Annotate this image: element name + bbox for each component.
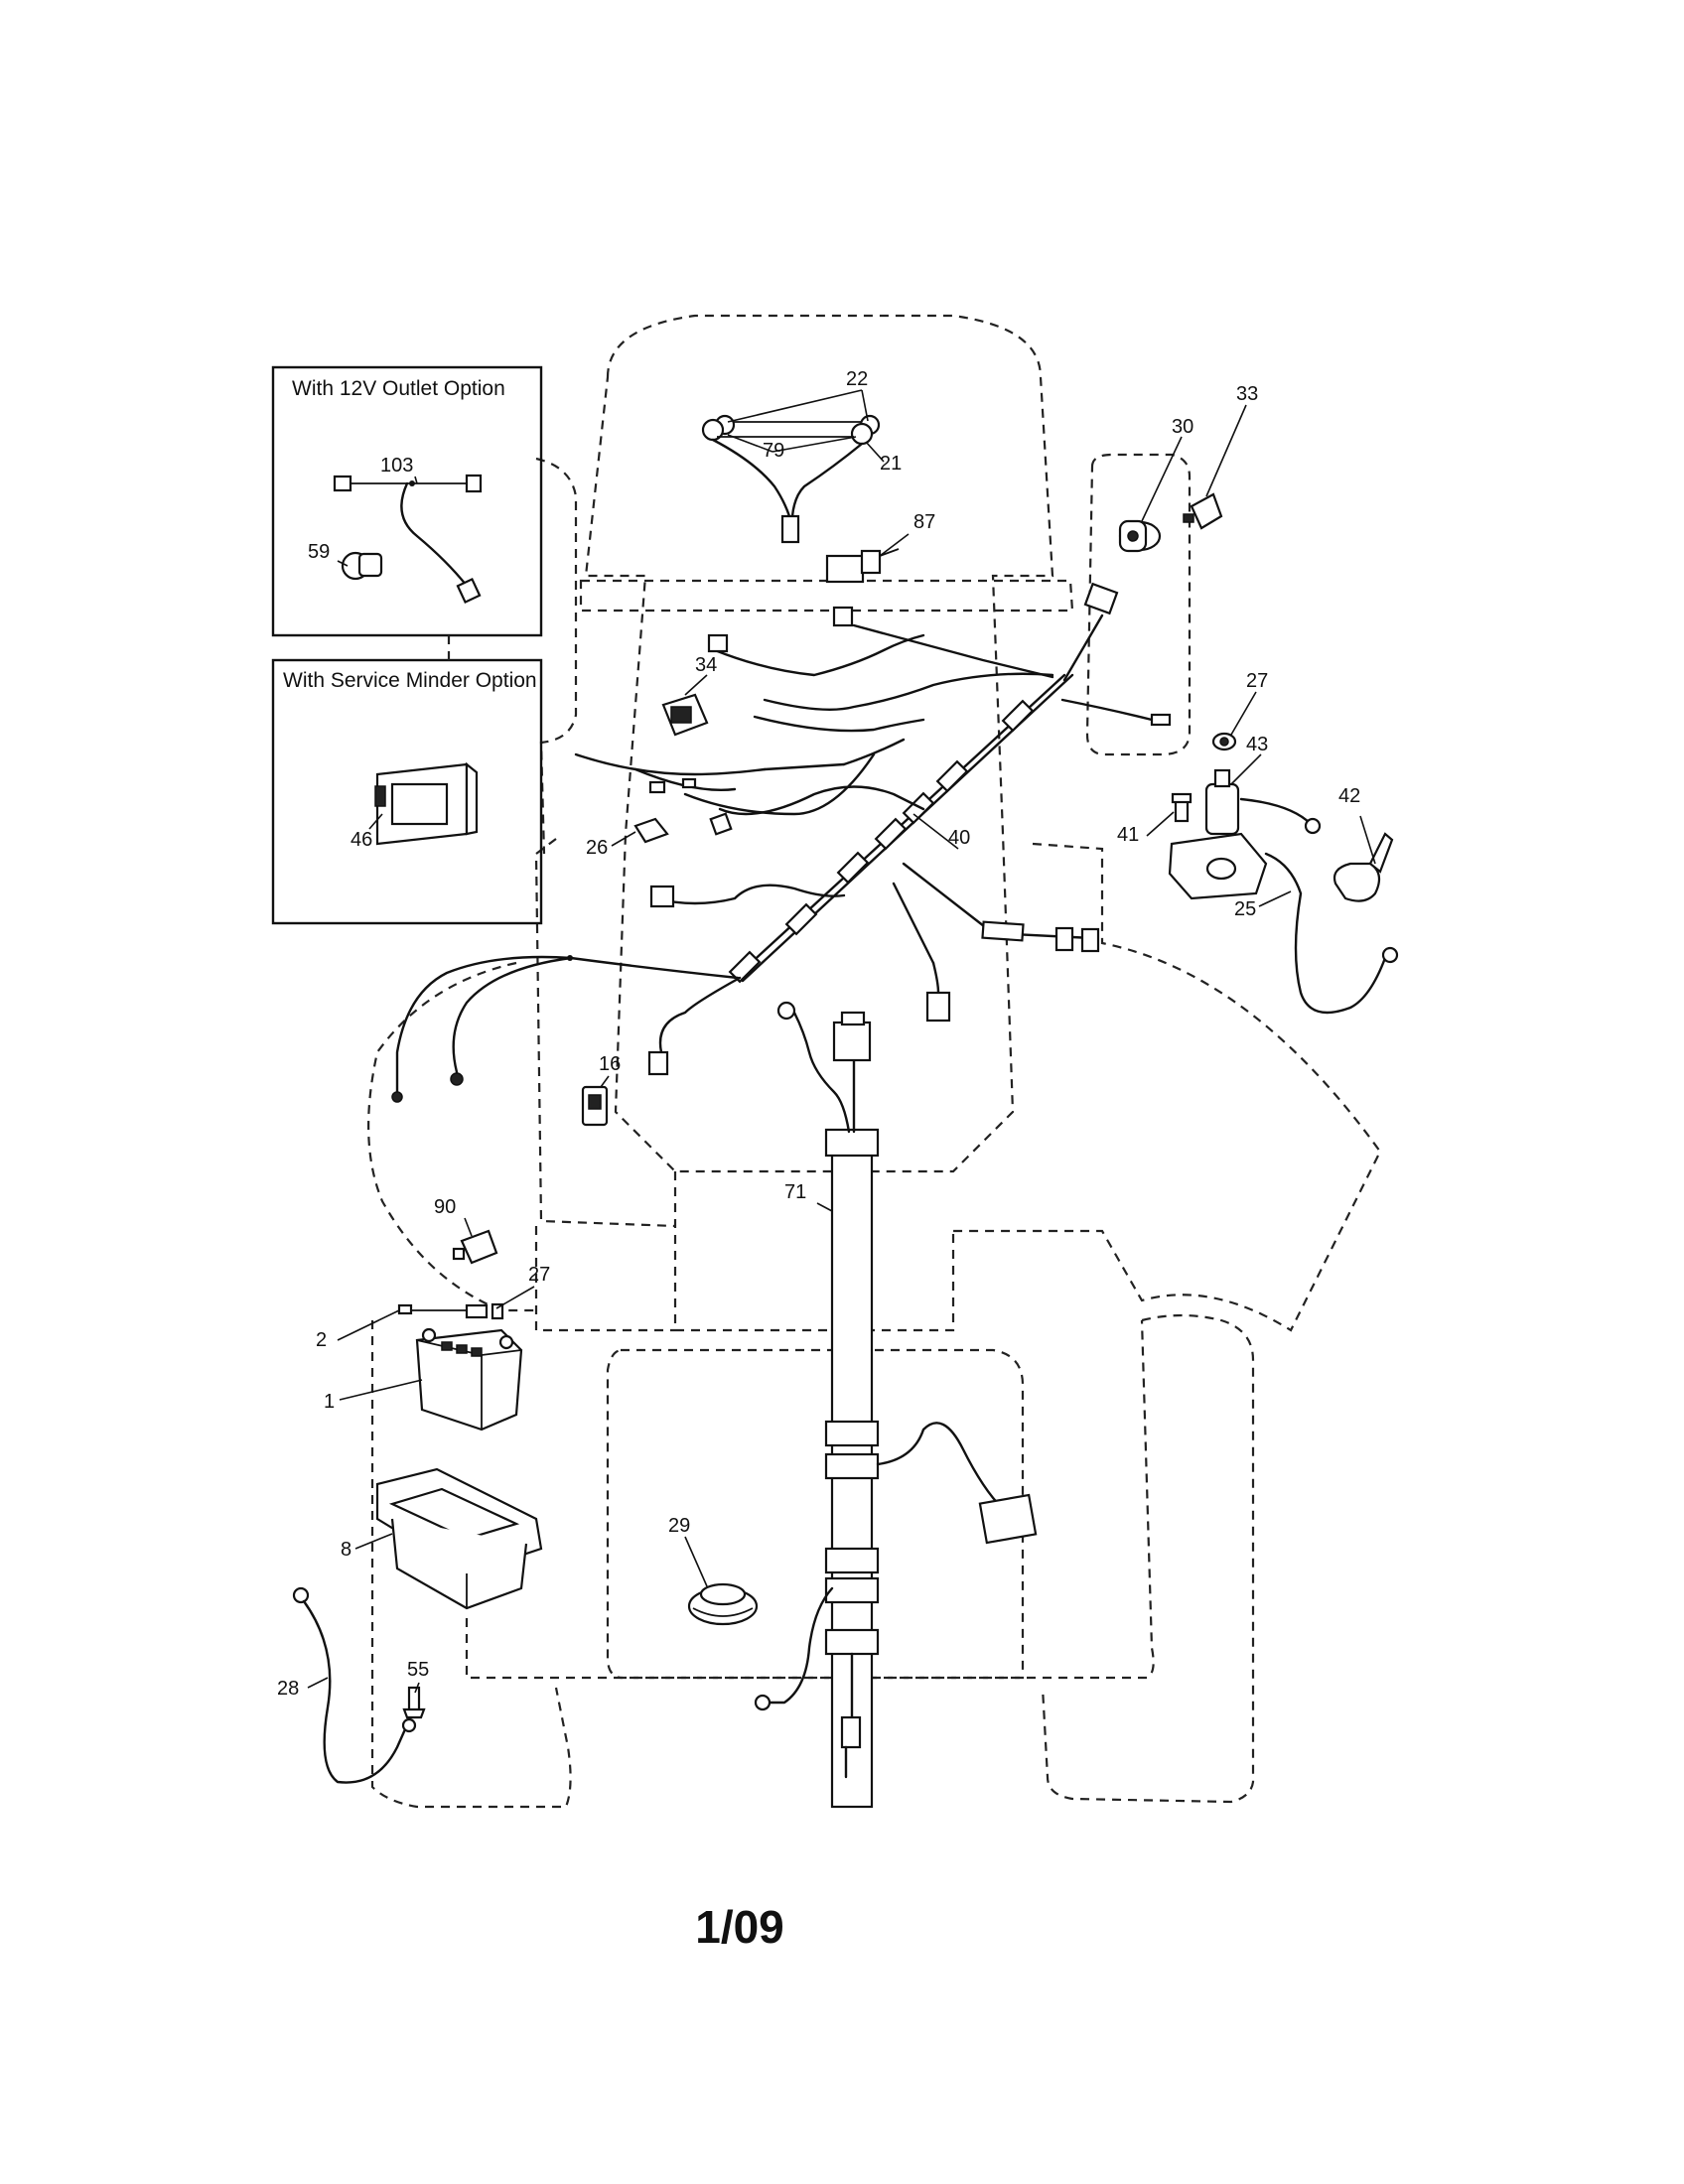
main-harness-40	[391, 582, 1172, 1103]
outlet-option-title: With 12V Outlet Option	[292, 377, 505, 400]
callout-34: 34	[695, 654, 717, 676]
callout-41: 41	[1117, 824, 1139, 846]
callout-30: 30	[1172, 416, 1193, 438]
part-90	[452, 1229, 498, 1265]
horn-29	[687, 1582, 759, 1626]
service-minder-option-title: With Service Minder Option	[283, 669, 537, 692]
battery-1	[397, 1302, 523, 1432]
callout-79: 79	[763, 440, 784, 462]
callout-25: 25	[1234, 898, 1256, 920]
outlet-option-box	[271, 365, 543, 637]
callout-21: 21	[880, 453, 902, 475]
callout-2: 2	[316, 1329, 327, 1351]
callout-29: 29	[668, 1515, 690, 1537]
callout-8: 8	[341, 1539, 351, 1561]
callout-1: 1	[324, 1391, 335, 1413]
solenoid-assembly	[1168, 732, 1399, 1015]
page-number: 1/09	[695, 1901, 784, 1953]
callout-87: 87	[913, 511, 935, 533]
switch-34	[661, 693, 709, 737]
switch-33	[1183, 492, 1223, 530]
callout-90: 90	[434, 1196, 456, 1218]
switch-16	[581, 1085, 609, 1127]
callout-40: 40	[948, 827, 970, 849]
tractor-outline	[367, 314, 1382, 1809]
callout-16: 16	[599, 1053, 621, 1075]
leader-lines	[307, 389, 1376, 1694]
callout-33: 33	[1236, 383, 1258, 405]
callout-55: 55	[407, 1659, 429, 1681]
service-minder-option-box	[271, 658, 543, 925]
callout-28: 28	[277, 1678, 299, 1700]
callout-26: 26	[586, 837, 608, 859]
callout-27-top: 27	[1246, 670, 1268, 692]
harness-71	[754, 1001, 1038, 1809]
callout-42: 42	[1338, 785, 1360, 807]
part-26	[633, 817, 669, 844]
callouts: 22 79 21 87 30 33 103 59 34 27 43 42 41 …	[277, 368, 1360, 1700]
callout-103: 103	[380, 455, 413, 477]
callout-71: 71	[784, 1181, 806, 1203]
ground-cable-28	[292, 1586, 426, 1784]
callout-27-battery: 27	[528, 1264, 550, 1286]
callout-43: 43	[1246, 734, 1268, 755]
callout-59: 59	[308, 541, 330, 563]
headlight-harness	[701, 414, 881, 544]
callout-22: 22	[846, 368, 868, 390]
battery-tray-8	[375, 1467, 543, 1610]
callout-46: 46	[351, 829, 372, 851]
switch-87	[825, 548, 900, 584]
ignition-switch-30	[1118, 519, 1162, 553]
